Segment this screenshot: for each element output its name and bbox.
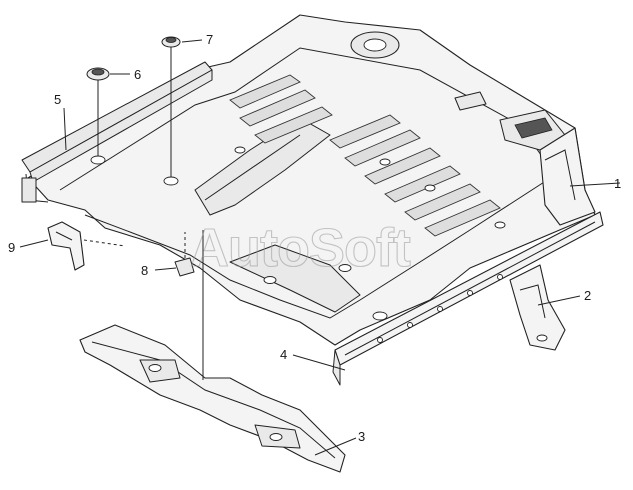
callout-3: 3 bbox=[358, 429, 365, 444]
watermark-text: AutoSoft bbox=[190, 218, 411, 278]
callout-leaders bbox=[19, 39, 621, 456]
rear-bracket bbox=[509, 264, 566, 351]
clip-8 bbox=[174, 232, 195, 277]
lower-crossmember bbox=[79, 324, 346, 473]
callout-4: 4 bbox=[280, 347, 287, 362]
rear-crossmember bbox=[332, 211, 604, 386]
callout-2: 2 bbox=[584, 288, 591, 303]
small-bracket-9 bbox=[47, 221, 126, 271]
rear-floor-panel bbox=[27, 14, 596, 346]
callout-7: 7 bbox=[206, 32, 213, 47]
plug-7 bbox=[161, 36, 181, 186]
callout-6: 6 bbox=[134, 67, 141, 82]
callout-5: 5 bbox=[54, 92, 61, 107]
callout-1: 1 bbox=[614, 176, 621, 191]
plug-6 bbox=[86, 67, 110, 165]
callout-9: 9 bbox=[8, 240, 15, 255]
callout-8: 8 bbox=[141, 263, 148, 278]
left-side-rail bbox=[21, 61, 213, 203]
